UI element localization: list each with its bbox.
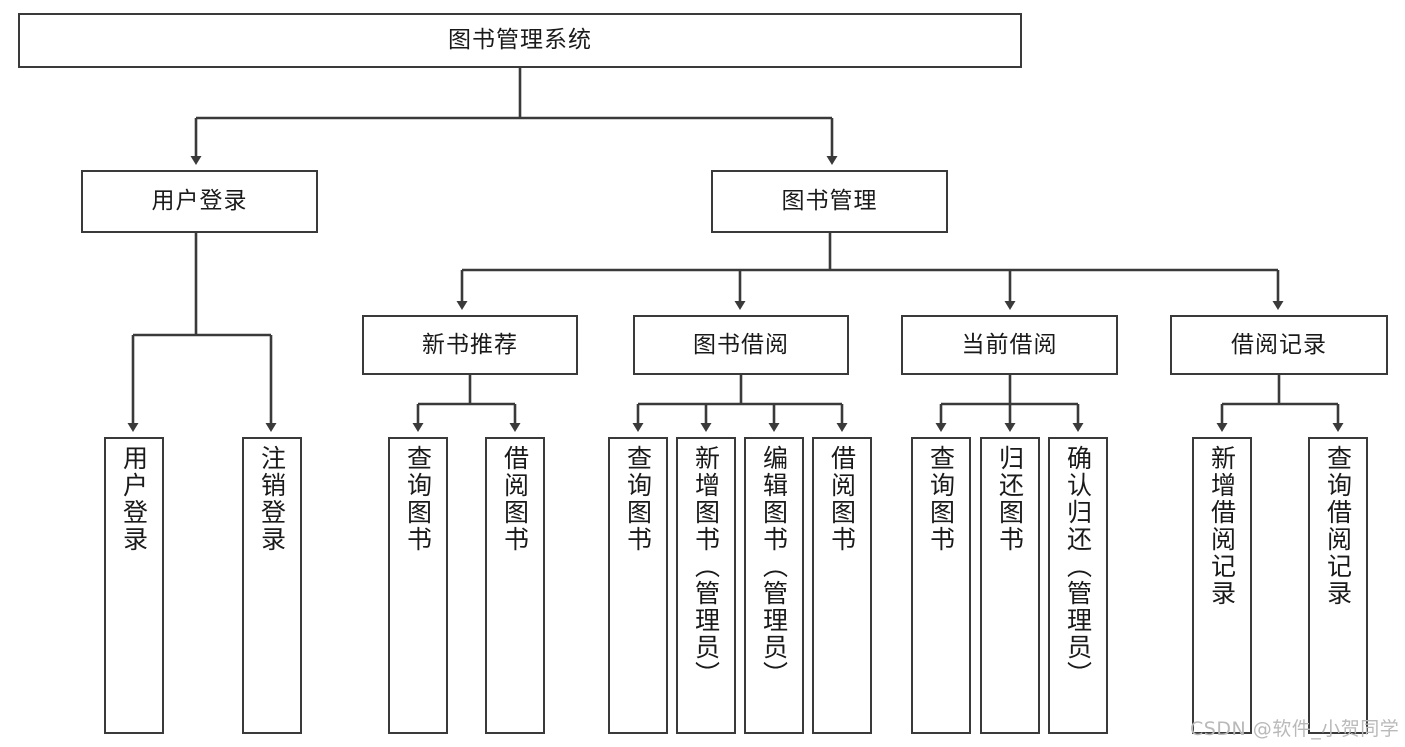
leaf-borrow-record-add-record[interactable]: 新增借阅记录 xyxy=(1192,437,1252,734)
leaf-user-login-login[interactable]: 用户登录 xyxy=(104,437,164,734)
node-label: 查询借阅记录 xyxy=(1323,445,1353,607)
node-label: 查询图书 xyxy=(623,445,653,553)
node-label: 用户登录 xyxy=(151,188,248,215)
node-label: 新书推荐 xyxy=(422,331,518,358)
leaf-current-borrow-return-book[interactable]: 归还图书 xyxy=(980,437,1040,734)
leaf-book-borrow-add-book-admin[interactable]: 新增图书（管理员） xyxy=(676,437,736,734)
node-label: 图书管理系统 xyxy=(448,27,592,54)
node-label: 图书借阅 xyxy=(693,331,789,358)
node-label: 新增图书（管理员） xyxy=(691,445,721,688)
node-label: 新增借阅记录 xyxy=(1207,445,1237,607)
node-label: 编辑图书（管理员） xyxy=(759,445,789,688)
node-label: 查询图书 xyxy=(403,445,433,553)
node-label: 查询图书 xyxy=(926,445,956,553)
node-label: 借阅记录 xyxy=(1231,331,1327,358)
leaf-book-borrow-edit-book-admin[interactable]: 编辑图书（管理员） xyxy=(744,437,804,734)
node-label: 归还图书 xyxy=(995,445,1025,553)
node-book-borrow[interactable]: 图书借阅 xyxy=(633,315,849,375)
watermark: CSDN @软件_小贺同学 xyxy=(1190,718,1400,740)
node-current-borrow[interactable]: 当前借阅 xyxy=(901,315,1118,375)
node-label: 借阅图书 xyxy=(827,445,857,553)
node-root-library-management-system[interactable]: 图书管理系统 xyxy=(18,13,1022,68)
node-label: 注销登录 xyxy=(257,445,287,553)
leaf-new-book-borrow-book[interactable]: 借阅图书 xyxy=(485,437,545,734)
node-label: 借阅图书 xyxy=(500,445,530,553)
leaf-user-login-logout[interactable]: 注销登录 xyxy=(242,437,302,734)
leaf-new-book-query-book[interactable]: 查询图书 xyxy=(388,437,448,734)
node-label: 当前借阅 xyxy=(961,331,1058,358)
leaf-borrow-record-query-record[interactable]: 查询借阅记录 xyxy=(1308,437,1368,734)
leaf-current-borrow-query-book[interactable]: 查询图书 xyxy=(911,437,971,734)
node-label: 图书管理 xyxy=(781,188,878,215)
leaf-book-borrow-query-book[interactable]: 查询图书 xyxy=(608,437,668,734)
leaf-current-borrow-confirm-return-admin[interactable]: 确认归还（管理员） xyxy=(1048,437,1108,734)
node-borrow-record[interactable]: 借阅记录 xyxy=(1170,315,1388,375)
leaf-book-borrow-borrow-book[interactable]: 借阅图书 xyxy=(812,437,872,734)
node-user-login[interactable]: 用户登录 xyxy=(81,170,318,233)
node-new-book-recommend[interactable]: 新书推荐 xyxy=(362,315,578,375)
node-label: 确认归还（管理员） xyxy=(1063,445,1093,688)
node-label: 用户登录 xyxy=(119,445,149,553)
node-book-management[interactable]: 图书管理 xyxy=(711,170,948,233)
